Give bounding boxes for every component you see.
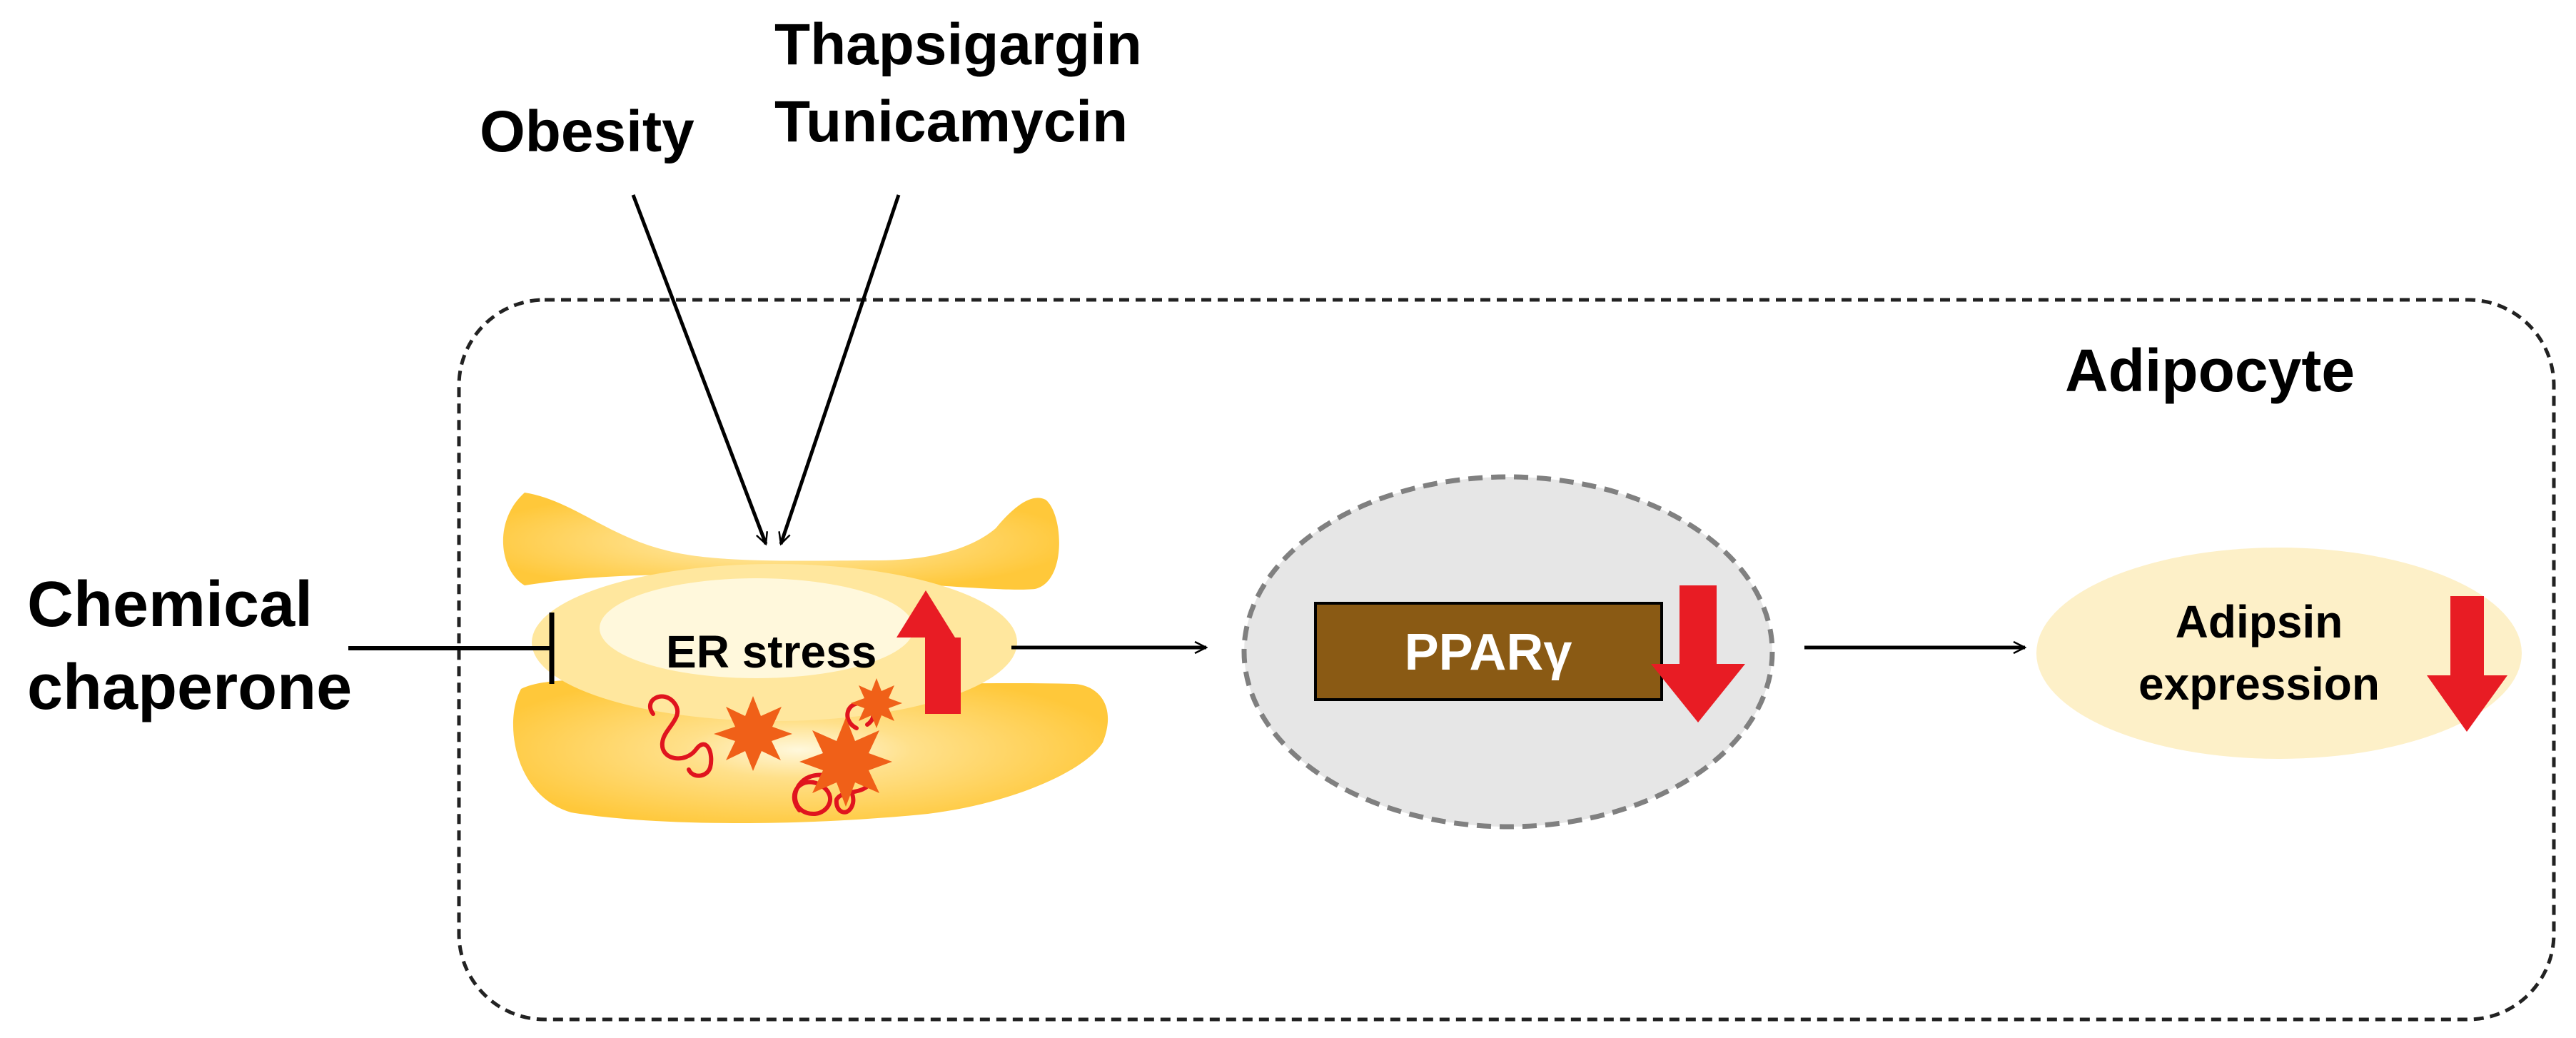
stress-star-icon — [851, 678, 902, 728]
er-stress-label: ER stress — [666, 626, 877, 677]
adipocyte-label: Adipocyte — [2065, 337, 2355, 404]
thapsigargin-label: Thapsigargin — [774, 12, 1142, 77]
er-organelle — [502, 493, 1108, 823]
obesity-label: Obesity — [480, 99, 694, 164]
chaperone-label: chaperone — [27, 652, 352, 723]
stress-star-icons — [714, 678, 902, 807]
adipocyte-cell-border — [457, 298, 2556, 1022]
adipsin-label: Adipsin — [2176, 596, 2343, 648]
chemical-label: Chemical — [27, 569, 313, 640]
down-arrow-icon — [2427, 596, 2507, 732]
ppar-gamma-label: PPARγ — [1405, 624, 1572, 681]
drug-arrow — [781, 194, 901, 544]
tunicamycin-label: Tunicamycin — [774, 89, 1128, 154]
adipsin-ellipse — [2036, 548, 2522, 759]
stress-star-icon — [714, 696, 792, 771]
ppar-gamma-box — [1314, 602, 1663, 701]
expression-label: expression — [2138, 658, 2380, 710]
down-arrow-icon — [1651, 585, 1745, 722]
stress-star-icon — [799, 717, 892, 807]
misfolded-protein-icon — [647, 694, 714, 778]
obesity-arrow — [631, 194, 766, 544]
up-arrow-icon — [896, 590, 961, 714]
